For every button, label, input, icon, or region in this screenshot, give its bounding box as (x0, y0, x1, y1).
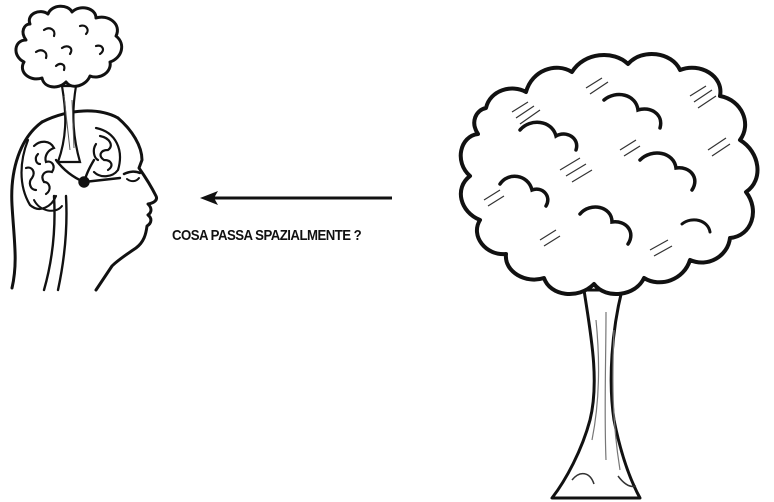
mental-image-tree (14, 4, 124, 164)
tree-trunk (550, 288, 642, 500)
head-profile (10, 109, 158, 292)
tree (458, 51, 760, 500)
arrow (200, 191, 392, 205)
caption-text: COSA PASSA SPAZIALMENTE ? (172, 227, 362, 244)
brain (20, 126, 122, 212)
tree-crown (458, 51, 760, 297)
